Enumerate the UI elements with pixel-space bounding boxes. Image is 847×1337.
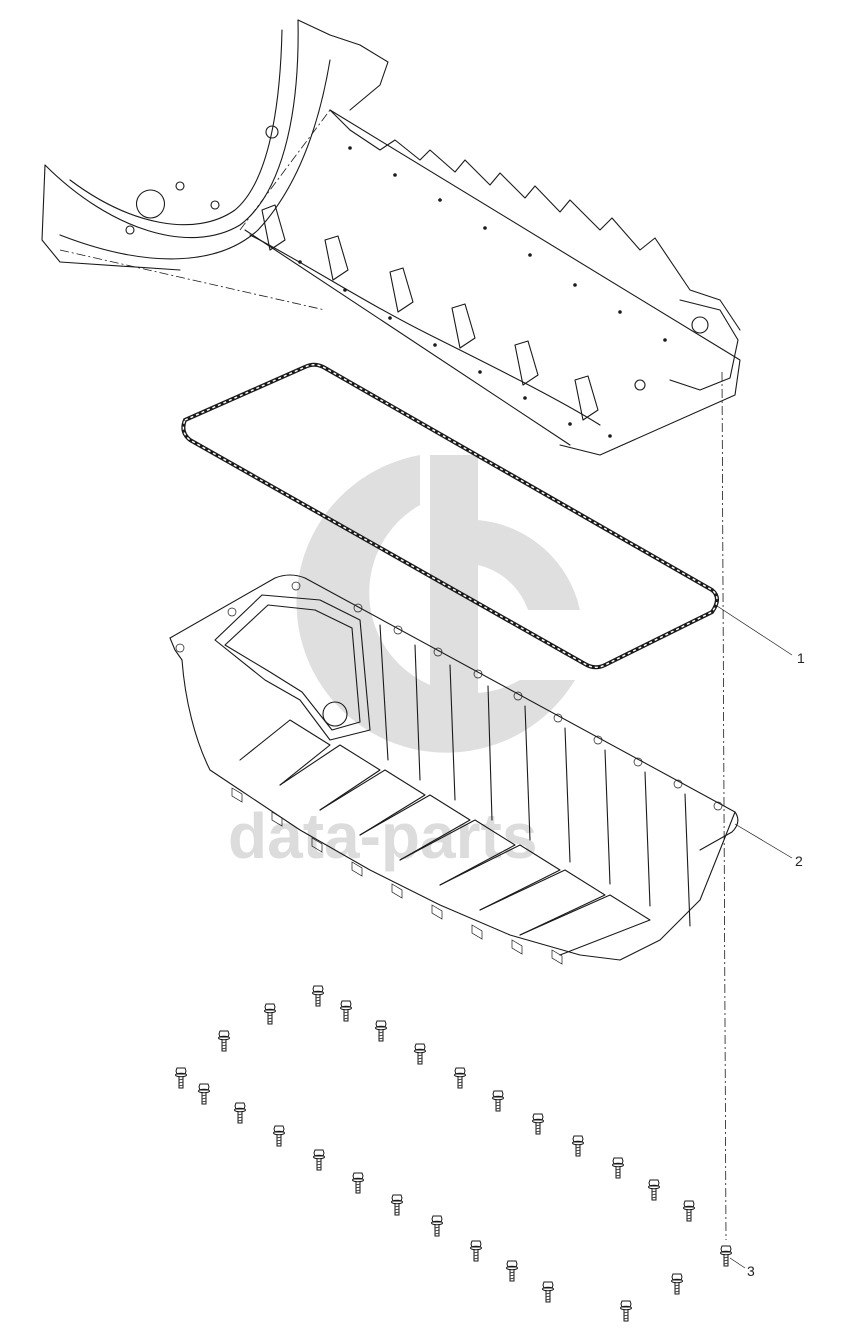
engine-block bbox=[41, 19, 741, 456]
bolt-icon bbox=[532, 1113, 544, 1135]
callout-2: 2 bbox=[734, 823, 803, 869]
bolt-icon bbox=[671, 1273, 683, 1295]
bolts bbox=[175, 985, 732, 1322]
gasket bbox=[181, 362, 719, 670]
watermark-text: data-parts bbox=[228, 800, 537, 872]
bolt-icon bbox=[264, 1003, 276, 1025]
bolt-icon bbox=[218, 1030, 230, 1052]
bolt-icon bbox=[414, 1043, 426, 1065]
bolt-icon bbox=[612, 1157, 624, 1179]
bolt-icon bbox=[340, 1000, 352, 1022]
bolt-icon bbox=[175, 1067, 187, 1089]
bolt-icon bbox=[312, 985, 324, 1007]
bolt-icon bbox=[572, 1135, 584, 1157]
callout-label-1: 1 bbox=[797, 650, 805, 666]
bolt-icon bbox=[683, 1200, 695, 1222]
callout-label-3: 3 bbox=[747, 1263, 755, 1279]
bolt-icon bbox=[198, 1083, 210, 1105]
bolt-icon bbox=[492, 1090, 504, 1112]
bolt-icon bbox=[542, 1281, 554, 1303]
bolt-icon bbox=[313, 1149, 325, 1171]
oil-pan bbox=[169, 574, 739, 965]
bolt-icon bbox=[273, 1125, 285, 1147]
bolt-icon bbox=[352, 1172, 364, 1194]
bolt-icon bbox=[375, 1020, 387, 1042]
bolt-icon bbox=[470, 1240, 482, 1262]
bolt-icon bbox=[506, 1260, 518, 1282]
bolt-icon bbox=[720, 1245, 732, 1267]
callout-1: 1 bbox=[713, 603, 805, 666]
bolt-icon bbox=[620, 1300, 632, 1322]
bolt-icon bbox=[234, 1102, 246, 1124]
callout-label-2: 2 bbox=[795, 853, 803, 869]
bolt-icon bbox=[454, 1067, 466, 1089]
bolt-icon bbox=[391, 1194, 403, 1216]
bolt-icon bbox=[648, 1179, 660, 1201]
alignment-line bbox=[721, 371, 727, 1241]
bolt-icon bbox=[431, 1215, 443, 1237]
callout-3: 3 bbox=[729, 1257, 755, 1279]
